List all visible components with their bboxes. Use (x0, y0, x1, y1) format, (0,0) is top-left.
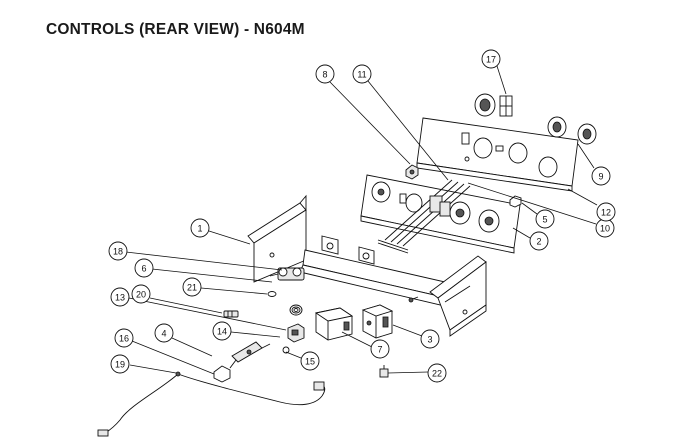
callout-16: 16 (114, 328, 134, 348)
callout-9: 9 (591, 166, 611, 186)
svg-text:22: 22 (432, 369, 442, 379)
wire-terminal (379, 365, 389, 378)
svg-text:4: 4 (161, 329, 166, 339)
callout-18: 18 (108, 241, 128, 261)
washer (282, 346, 290, 354)
callout-12: 12 (596, 202, 616, 222)
svg-text:9: 9 (598, 172, 603, 182)
svg-text:10: 10 (600, 224, 610, 234)
svg-text:21: 21 (187, 283, 197, 293)
svg-text:18: 18 (113, 247, 123, 257)
callout-3: 3 (420, 329, 440, 349)
selector-switch (361, 304, 394, 339)
svg-text:6: 6 (141, 264, 146, 274)
callout-14: 14 (212, 321, 232, 341)
page-title: CONTROLS (REAR VIEW) - N604M (46, 21, 305, 38)
connector-block (287, 323, 305, 343)
mounting-bracket (247, 194, 487, 337)
svg-text:11: 11 (357, 70, 366, 80)
svg-text:3: 3 (427, 335, 432, 345)
svg-text:7: 7 (377, 345, 382, 355)
upper-knob-and-bezel (474, 93, 513, 117)
svg-text:8: 8 (322, 70, 327, 80)
svg-text:17: 17 (486, 55, 496, 65)
transformer (314, 307, 354, 341)
callout-17: 17 (481, 49, 501, 69)
svg-text:1: 1 (197, 224, 202, 234)
callout-22: 22 (427, 363, 447, 383)
fitting (223, 310, 239, 318)
hex-nut (405, 164, 419, 180)
callout-2: 2 (529, 231, 549, 251)
gas-valve (269, 267, 305, 281)
valve-assembly (377, 179, 471, 254)
callout-6: 6 (134, 258, 154, 278)
svg-text:5: 5 (542, 215, 547, 225)
callout-7: 7 (370, 339, 390, 359)
callout-11: 11 (352, 64, 372, 84)
front-panel (416, 117, 579, 192)
svg-text:13: 13 (115, 293, 125, 303)
callout-20: 20 (131, 284, 151, 304)
callout-21: 21 (182, 277, 202, 297)
spark-igniter (213, 341, 271, 383)
callout-19: 19 (110, 354, 130, 374)
callout-8: 8 (315, 64, 335, 84)
svg-text:15: 15 (305, 357, 315, 367)
callout-5: 5 (535, 209, 555, 229)
leader-lines (125, 65, 598, 375)
thermocouple-wire (97, 371, 326, 437)
svg-text:19: 19 (115, 360, 125, 370)
svg-text:16: 16 (119, 334, 129, 344)
svg-text:20: 20 (136, 290, 146, 300)
callout-4: 4 (154, 323, 174, 343)
svg-text:2: 2 (536, 237, 541, 247)
svg-text:12: 12 (601, 208, 611, 218)
callout-1: 1 (190, 218, 210, 238)
callout-13: 13 (110, 287, 130, 307)
callout-10: 10 (595, 218, 615, 238)
right-knobs (547, 116, 597, 145)
coil-spring (289, 304, 303, 316)
o-ring (267, 291, 277, 297)
svg-text:14: 14 (217, 327, 227, 337)
callout-15: 15 (300, 351, 320, 371)
